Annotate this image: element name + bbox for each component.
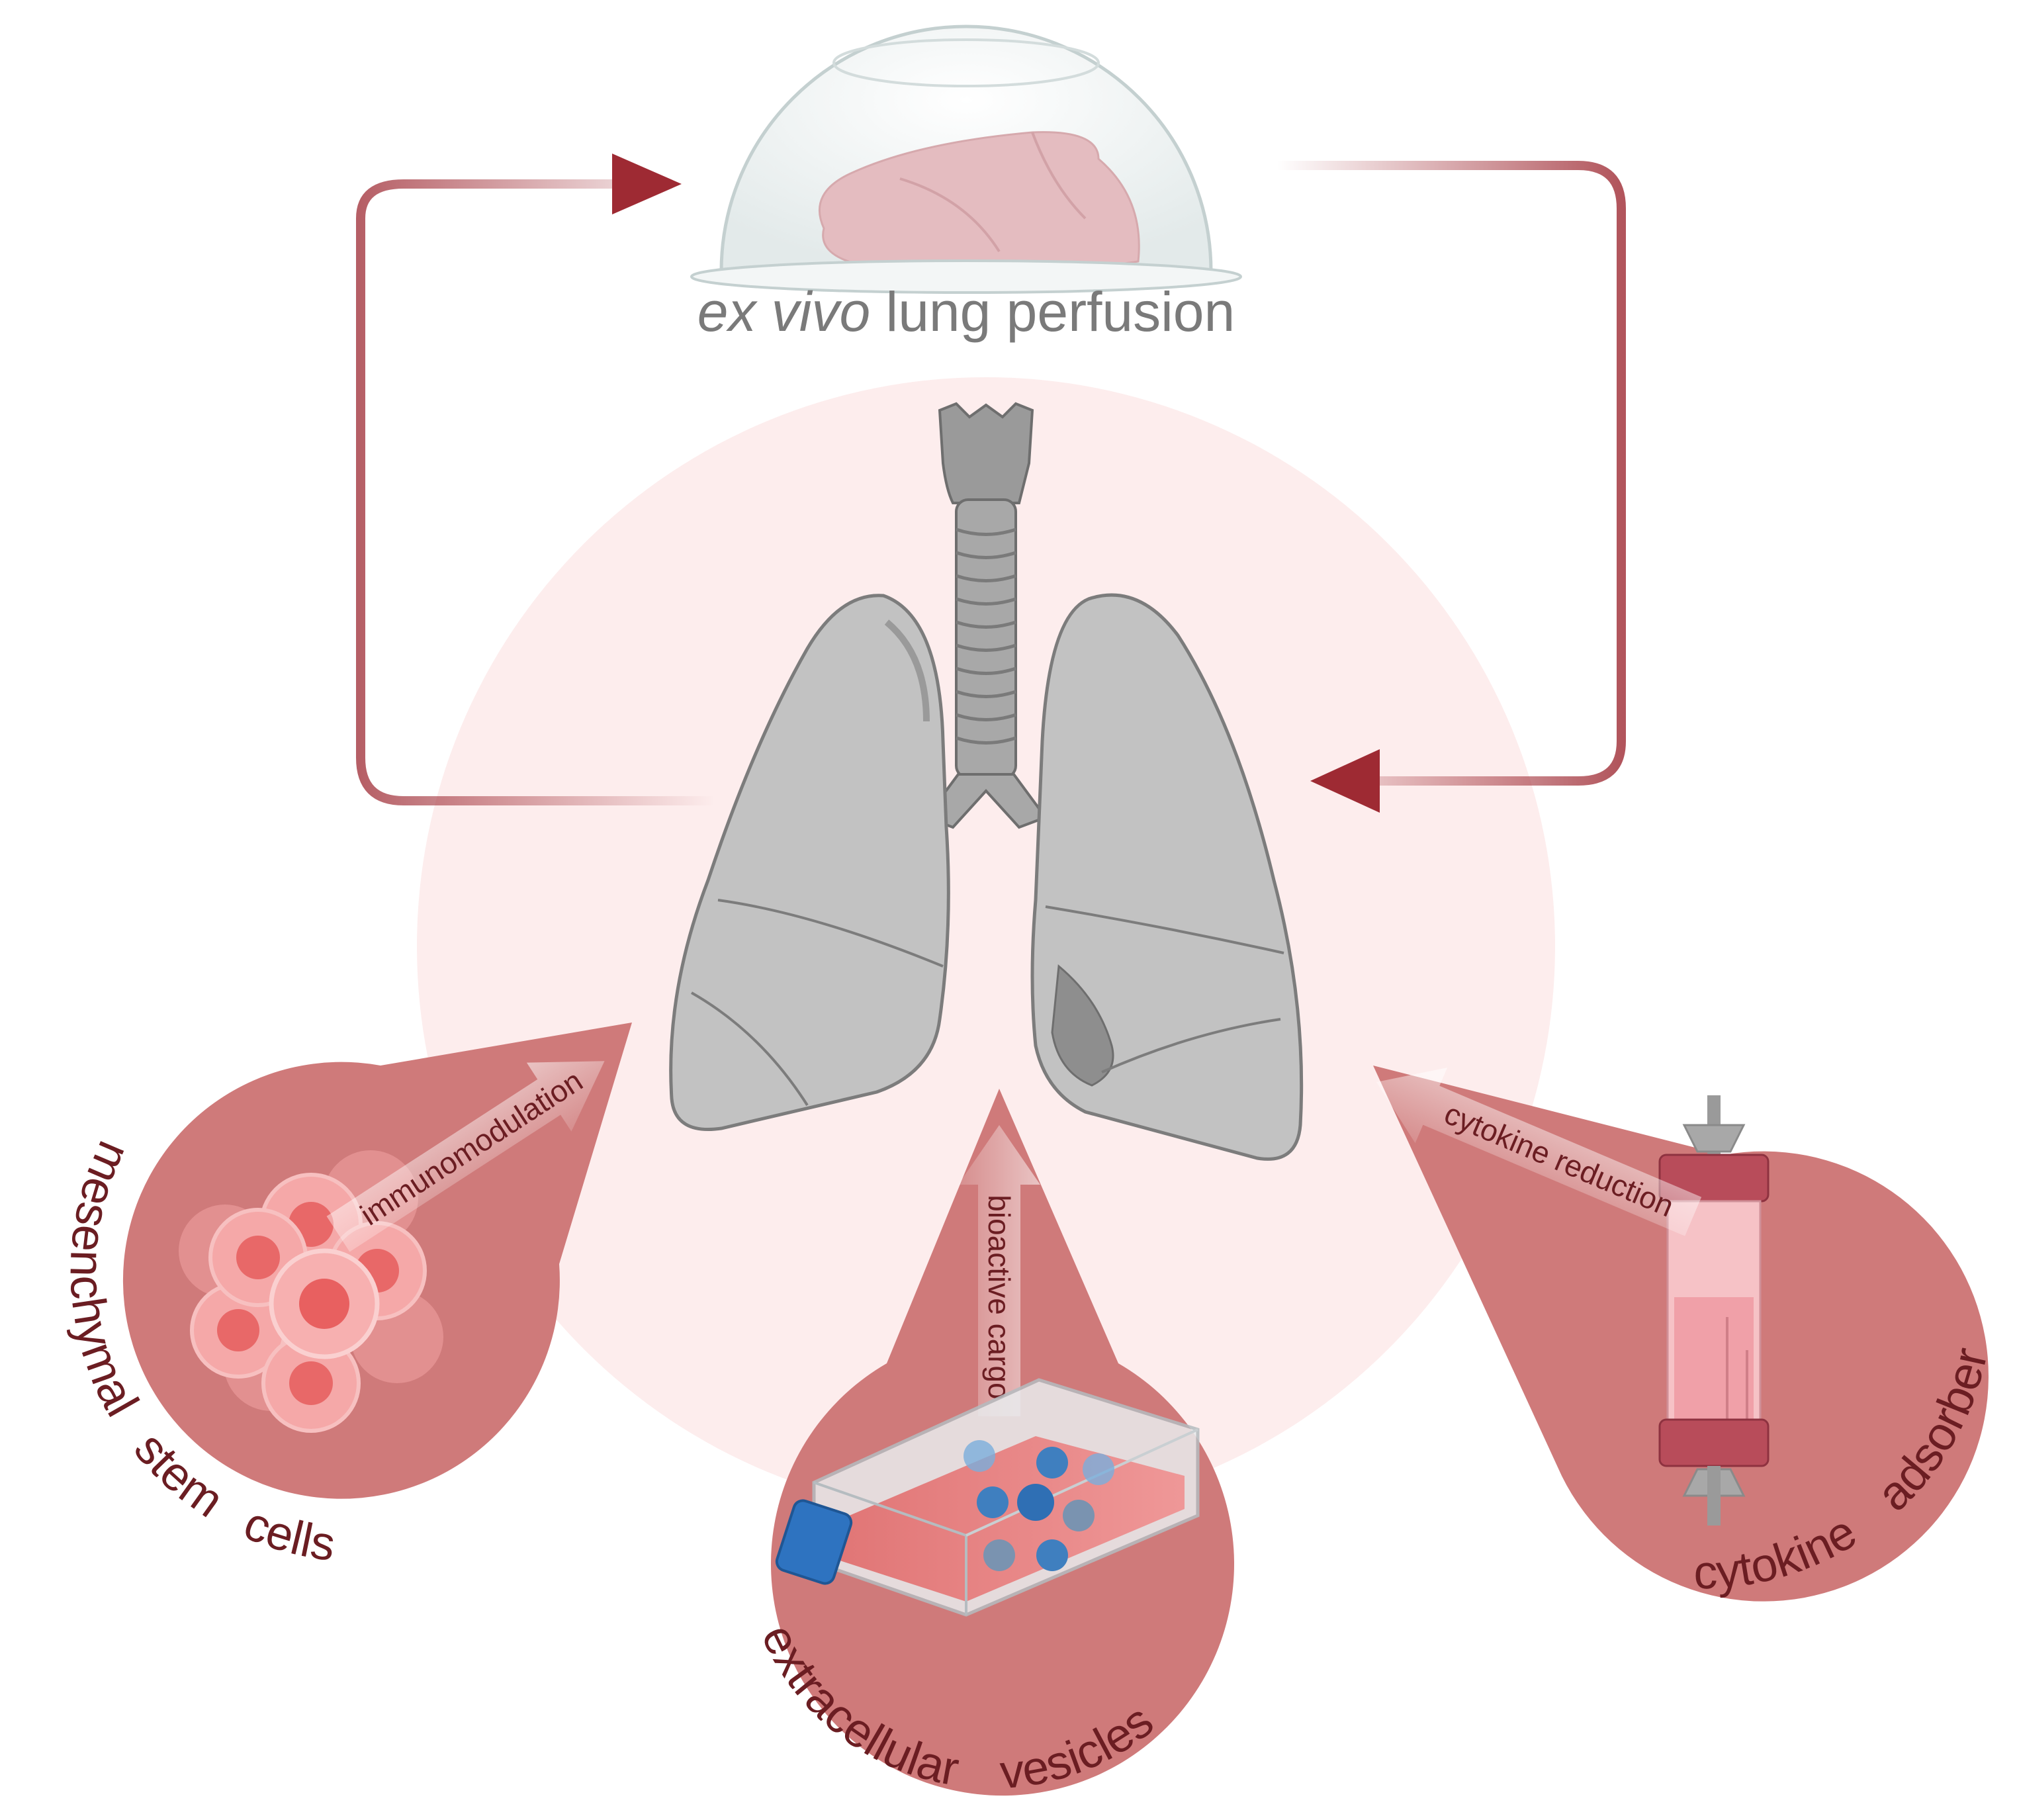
loop-left-arrowhead-icon bbox=[612, 154, 682, 214]
evlp-caption-rest: lung perfusion bbox=[870, 281, 1235, 343]
flask-cap-icon bbox=[775, 1499, 853, 1585]
trachea-rings bbox=[956, 527, 1016, 745]
background-halo bbox=[417, 377, 1555, 1516]
loop-left-path bbox=[356, 179, 719, 805]
evlp-caption-italic: ex vivo bbox=[697, 281, 870, 343]
evlp-dome-icon bbox=[690, 24, 1242, 294]
lungs-illustration bbox=[669, 402, 1304, 1161]
larynx-icon bbox=[938, 402, 1034, 504]
perfusion-loop bbox=[356, 154, 1626, 813]
ev-direction-arrow: bioactive cargo bbox=[958, 1125, 1040, 1416]
lung-left-icon bbox=[669, 594, 950, 1131]
ev-arrow-label: bioactive cargo bbox=[982, 1195, 1016, 1399]
adsorber-cartridge-icon bbox=[1658, 1095, 1770, 1525]
evlp-caption: ex vivo lung perfusion bbox=[697, 281, 1235, 343]
loop-right-path bbox=[1273, 161, 1626, 786]
loop-right-arrowhead-icon bbox=[1310, 749, 1380, 813]
therapy-ca: cytokine reduction cytokineadsorber bbox=[1373, 1066, 1998, 1602]
trachea-icon bbox=[955, 498, 1017, 779]
msc-name-word-3: cells bbox=[237, 1496, 339, 1571]
culture-flask-icon bbox=[775, 1378, 1200, 1617]
